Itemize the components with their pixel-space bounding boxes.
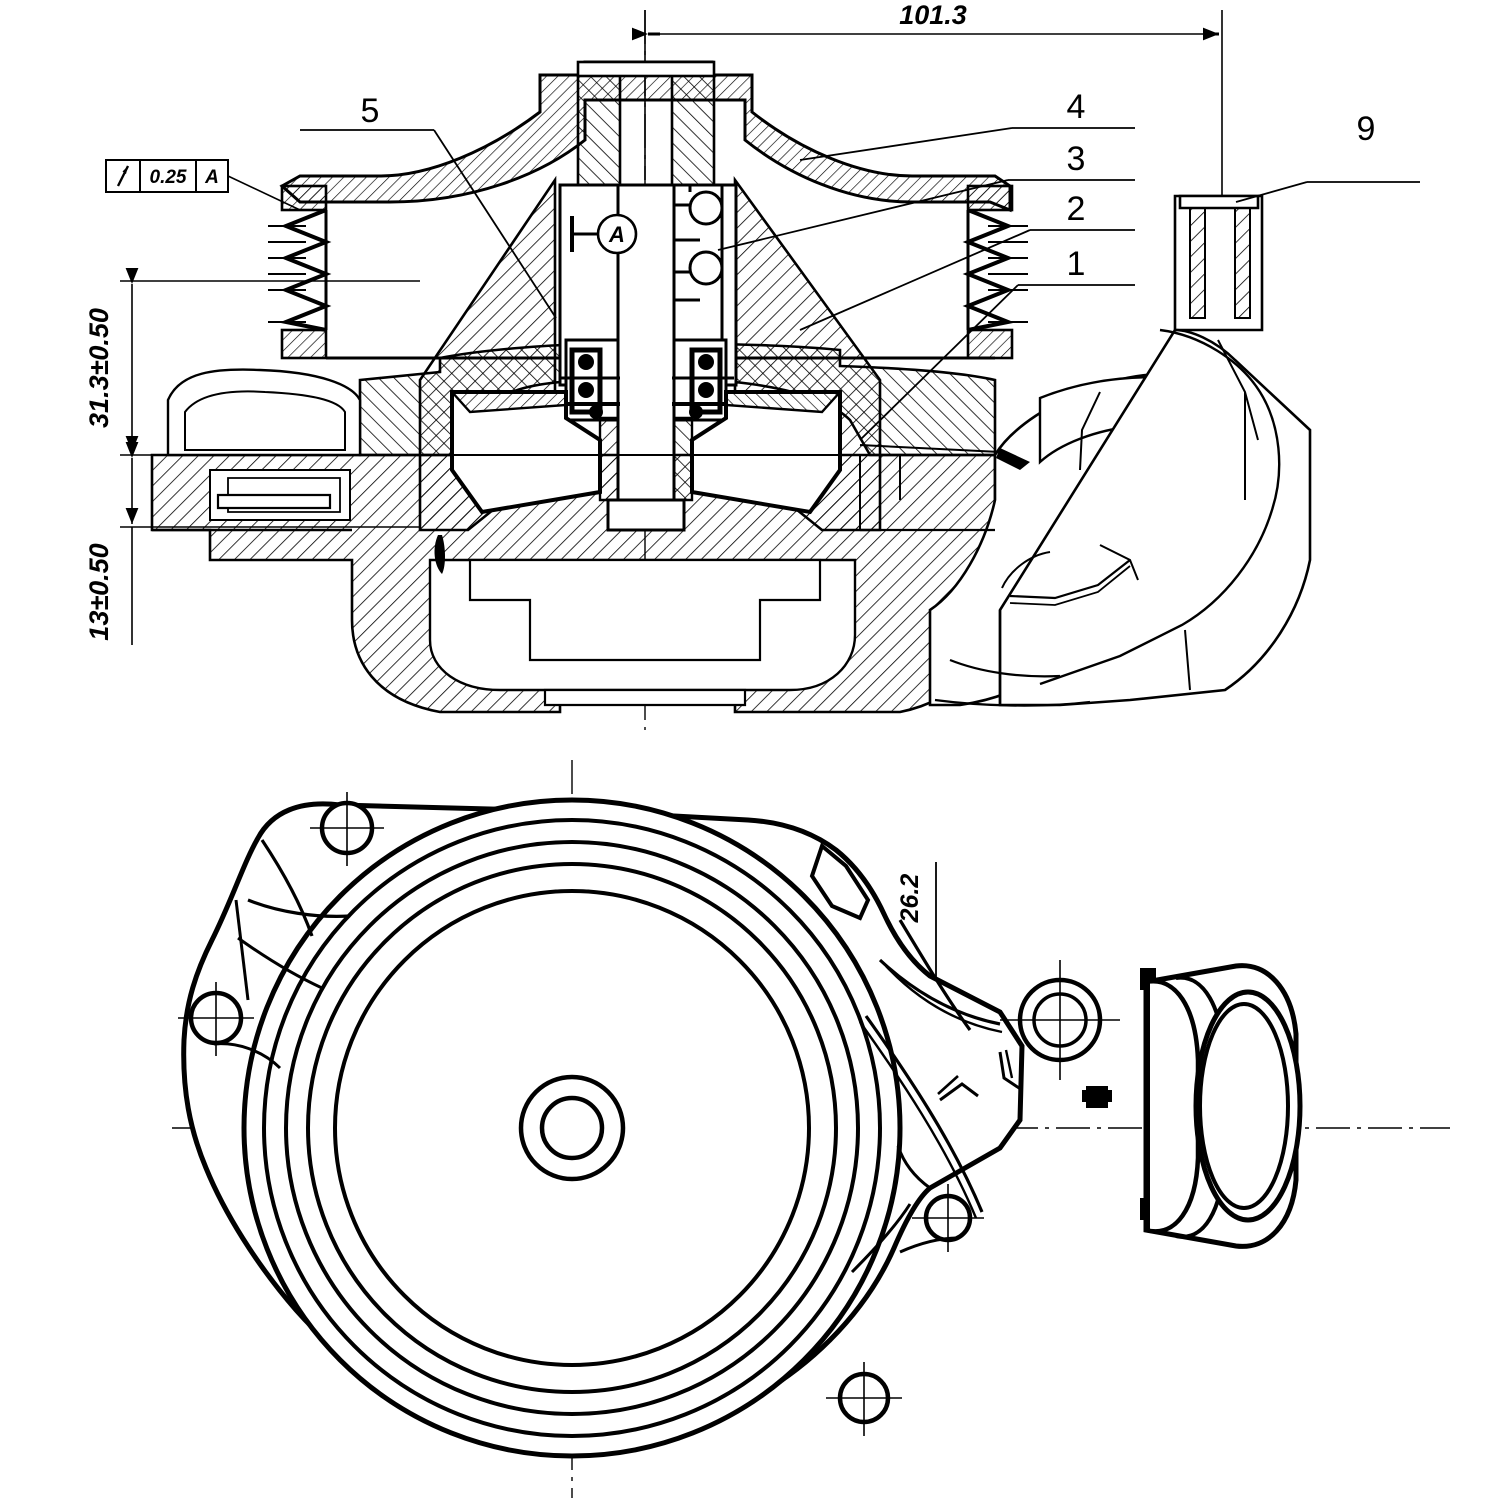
bearing-ball-lower <box>688 250 724 286</box>
feature-control-frame: 0.25 A <box>105 159 301 211</box>
section-geometry <box>150 60 1312 714</box>
balloon-callouts: 5 4 3 2 <box>300 88 1420 441</box>
front-view: 26.2 <box>172 760 1450 1498</box>
bearing-ball-upper <box>688 190 724 226</box>
pulley-circle-5 <box>333 889 811 1367</box>
mounting-boss-right-lower <box>912 1184 984 1252</box>
balloon-item-9-text: 9 <box>1357 110 1376 148</box>
balloon-item-5: 5 <box>300 92 557 319</box>
fcf-tolerance-text: 0.25 <box>150 167 187 188</box>
balloon-item-1-text: 1 <box>1067 245 1086 283</box>
balloon-item-1: 1 <box>859 245 1135 441</box>
balloon-item-3-text: 3 <box>1067 140 1086 178</box>
body-notch <box>809 842 871 921</box>
circular-runout-icon <box>116 165 130 187</box>
balloon-item-9: 9 <box>1235 110 1420 203</box>
body-ribs <box>213 839 1023 1274</box>
fcf-datum-text: A <box>204 167 219 188</box>
pulley-circle-4 <box>306 862 838 1394</box>
dimension-overall-width-text: 101.3 <box>899 0 967 30</box>
pulley-circle-2 <box>262 818 882 1438</box>
datum-feature-symbol: A <box>570 213 638 255</box>
dimension-lower-height-text: 13±0.50 <box>84 543 114 640</box>
dimension-upper-height-text: 31.3±0.50 <box>84 308 114 428</box>
dimension-overall-width: 101.3 <box>632 0 1223 330</box>
datum-label-text: A <box>608 222 625 247</box>
outlet-boss <box>1000 960 1120 1080</box>
pulley-circle-3 <box>284 840 860 1416</box>
outlet-pipe <box>1143 963 1303 1249</box>
balloon-item-2: 2 <box>799 190 1135 331</box>
balloon-item-4: 4 <box>799 88 1135 161</box>
dimension-front-offset-text: 26.2 <box>896 874 924 924</box>
mounting-boss-top-left <box>310 792 384 866</box>
pulley-grooves-right <box>962 184 1028 360</box>
mechanical-seal <box>560 338 734 422</box>
mounting-boss-bottom <box>826 1362 902 1436</box>
balloon-item-3: 3 <box>717 140 1135 251</box>
section-view: 101.3 31.3±0.50 13±0.50 0.25 A <box>84 0 1420 730</box>
balloon-item-5-text: 5 <box>361 92 380 130</box>
balloon-item-2-text: 2 <box>1067 190 1086 228</box>
hub-bore-circle <box>539 1095 605 1161</box>
balloon-item-4-text: 4 <box>1067 88 1086 126</box>
